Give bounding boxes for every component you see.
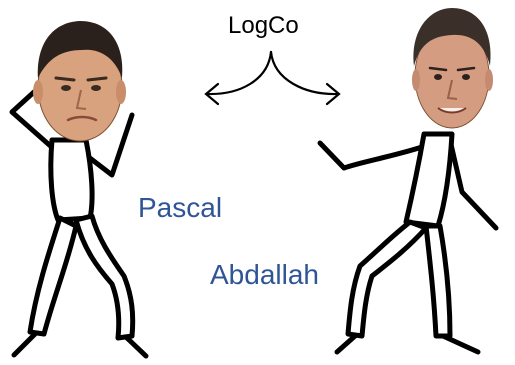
- arrow-head-left: [204, 82, 220, 106]
- left-figure-leg-left: [27, 215, 79, 337]
- right-figure-foot-right: [440, 333, 481, 355]
- person-name-abdallah: Abdallah: [210, 259, 319, 290]
- right-figure-leg-left: [345, 219, 429, 339]
- right-figure-pointing-arm: [317, 140, 431, 171]
- arrow-curve-right: [269, 50, 340, 96]
- left-figure-torso: [48, 137, 95, 223]
- stick-figure-right: [317, 131, 499, 355]
- right-figure-foot-left: [334, 333, 358, 355]
- bidirectional-arrow: [204, 50, 341, 106]
- pascal-head: [33, 21, 126, 142]
- left-figure-leg-right: [73, 213, 136, 341]
- left-figure-foot-left: [11, 330, 39, 358]
- person-name-pascal: Pascal: [138, 192, 223, 223]
- stick-figure-left: [9, 79, 149, 359]
- arrow-curve-left: [205, 50, 273, 96]
- arrow-head-right: [325, 82, 341, 106]
- left-figure-pointing-arm: [79, 112, 135, 178]
- company-label: LogCo: [228, 12, 299, 39]
- abdallah-head: [412, 8, 493, 129]
- right-figure-leg-right: [423, 223, 453, 339]
- left-figure-foot-right: [123, 334, 149, 359]
- right-figure-back-arm: [447, 137, 499, 231]
